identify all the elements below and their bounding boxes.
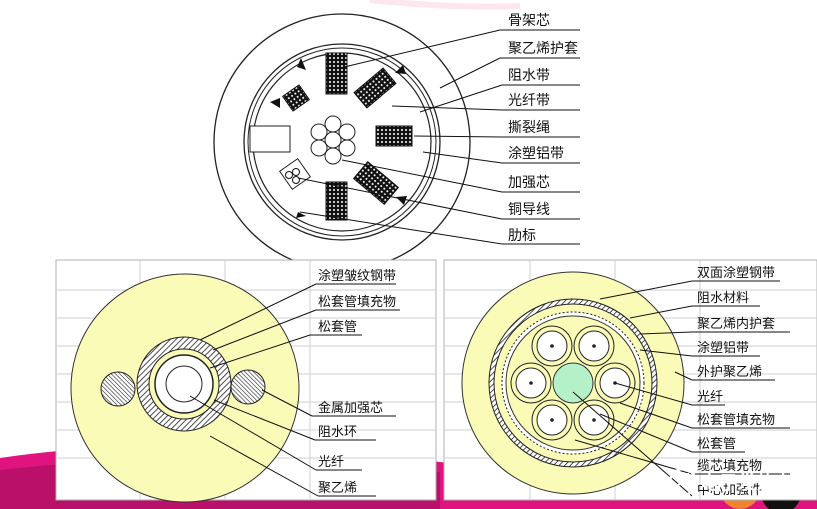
label-tube-filler: 松套管填充物 bbox=[697, 412, 775, 428]
fiber-ribbon bbox=[281, 84, 311, 112]
metal-strength-member bbox=[100, 371, 136, 407]
rib-marker bbox=[297, 58, 306, 70]
label-water-blocking-tape: 阻水带 bbox=[508, 68, 550, 84]
fiber-ribbon bbox=[352, 161, 400, 205]
label-loose-tube: 松套管 bbox=[697, 436, 736, 452]
label-outer-pe: 外护聚乙烯 bbox=[697, 365, 762, 380]
label-fiber-ribbon: 光纤带 bbox=[508, 93, 550, 109]
empty-slot bbox=[249, 125, 291, 153]
label-core-filler: 缆芯填充物 bbox=[697, 458, 762, 474]
bottom-left-cable-diagram: 涂塑皱纹钢带 松套管填充物 松套管 金属加强芯 阻水环 光纤 聚乙烯 bbox=[55, 259, 437, 503]
label-tube-filler: 松套管填充物 bbox=[318, 294, 396, 310]
label-fiber: 光纤 bbox=[318, 455, 344, 470]
label-coated-al-tape: 涂塑铝带 bbox=[508, 146, 564, 162]
label-water-blocking-material: 阻水材料 bbox=[697, 291, 749, 306]
center-strength-member bbox=[324, 131, 342, 149]
watermark-text: 电子发烧友 bbox=[700, 471, 795, 494]
fiber bbox=[165, 365, 203, 403]
label-strength-core: 加强芯 bbox=[508, 175, 550, 191]
fiber-ribbon bbox=[325, 181, 348, 221]
label-central-strength-member: 中心加强件 bbox=[697, 483, 762, 498]
label-coated-al-tape: 涂塑铝带 bbox=[697, 340, 749, 356]
label-pe-sheath: 聚乙烯护套 bbox=[508, 41, 578, 57]
central-strength-member bbox=[552, 362, 594, 404]
metal-strength-member bbox=[230, 369, 266, 405]
watermark-badge: 3 bbox=[803, 476, 811, 489]
label-metal-strength-core: 金属加强芯 bbox=[318, 400, 383, 416]
label-loose-tube: 松套管 bbox=[318, 319, 357, 335]
watermark: 电子发烧友 3 bbox=[668, 467, 811, 497]
label-pe-inner-sheath: 聚乙烯内护套 bbox=[697, 316, 775, 332]
label-fiber: 光纤 bbox=[697, 390, 723, 405]
watermark-logo-icon bbox=[668, 467, 698, 497]
bottom-right-cable-diagram: 双面涂塑钢带 阻水材料 聚乙烯内护套 涂塑铝带 外护聚乙烯 光纤 松套管填充物 … bbox=[443, 259, 817, 501]
label-water-blocking-ring: 阻水环 bbox=[318, 425, 357, 440]
fiber-ribbon bbox=[353, 67, 397, 109]
label-rib-marker: 肋标 bbox=[508, 228, 536, 244]
label-copper-wire: 铜导线 bbox=[508, 202, 550, 218]
label-skeleton-core: 骨架芯 bbox=[508, 13, 550, 29]
label-double-coated-steel-tape: 双面涂塑钢带 bbox=[697, 265, 775, 281]
loose-tubes bbox=[510, 325, 636, 441]
top-cable-diagram: 骨架芯 聚乙烯护套 阻水带 光纤带 撕裂绳 涂塑铝带 加强芯 铜导线 肋标 bbox=[213, 13, 580, 271]
fiber-ribbon bbox=[375, 125, 413, 147]
label-corrugated-steel-tape: 涂塑皱纹钢带 bbox=[318, 268, 396, 284]
fiber-ribbon bbox=[325, 52, 348, 95]
label-ripcord: 撕裂绳 bbox=[508, 120, 550, 136]
label-polyethylene: 聚乙烯 bbox=[318, 481, 357, 496]
